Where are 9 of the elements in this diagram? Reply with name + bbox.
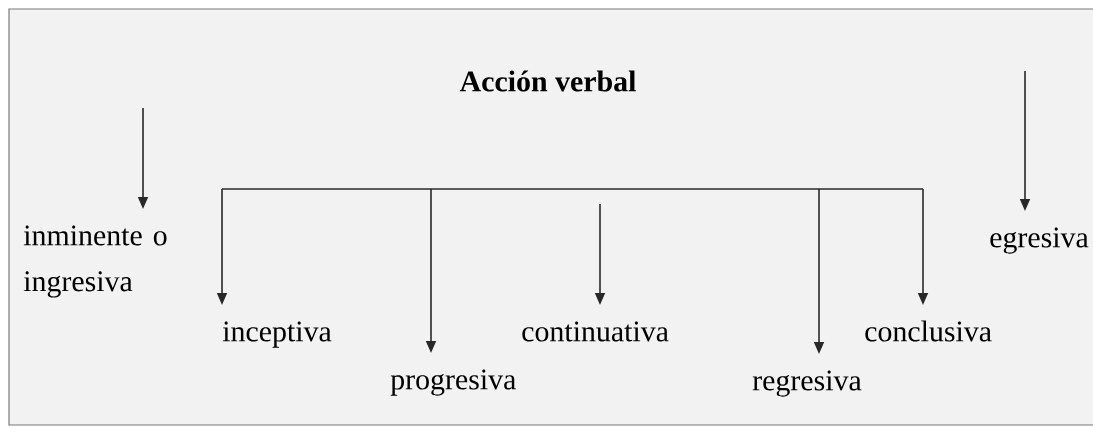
term-label: continuativa — [522, 321, 669, 342]
term-label: regresiva — [752, 370, 862, 397]
branch-line — [221, 188, 924, 190]
term-label: inminente o ingresiva — [23, 225, 167, 298]
title: Acción verbal — [459, 70, 636, 92]
term-label: progresiva — [390, 369, 516, 396]
term-label: inceptiva — [222, 321, 332, 348]
term-label: conclusiva — [865, 320, 992, 342]
term-label: egresiva — [990, 227, 1089, 254]
